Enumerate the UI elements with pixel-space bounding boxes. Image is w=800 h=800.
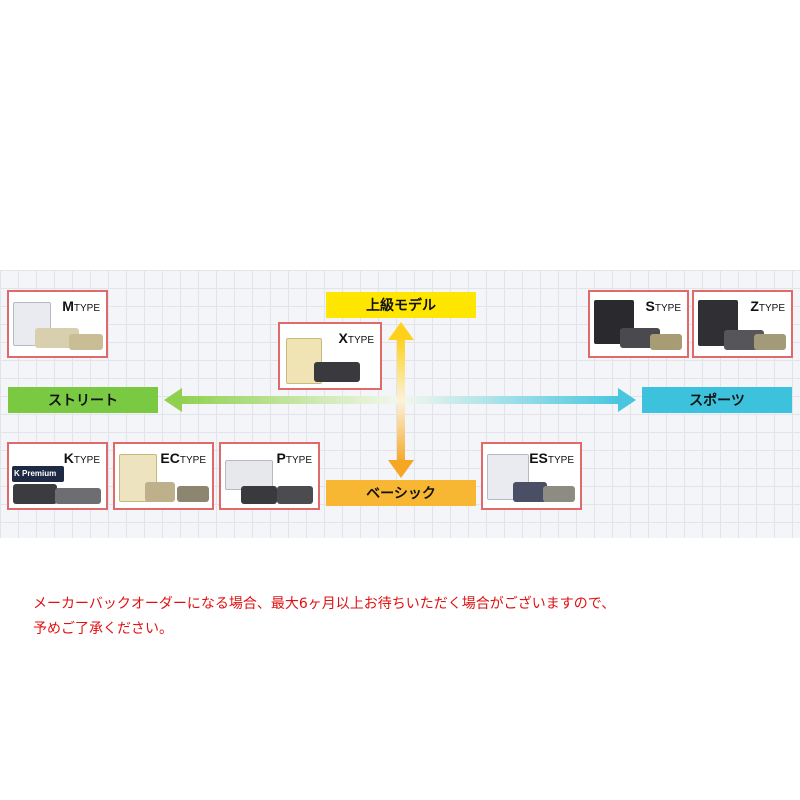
product-type-label: STYPE	[645, 298, 681, 314]
brake-pad-image	[13, 484, 57, 504]
top-axis-label: 上級モデル	[326, 292, 476, 318]
brake-pad-image	[277, 486, 313, 504]
brake-pad-image	[650, 334, 682, 350]
product-card-p: PTYPE	[219, 442, 320, 510]
package-image	[225, 460, 273, 490]
right-arrowhead	[618, 388, 636, 412]
vertical-arrow-shaft	[397, 338, 405, 464]
backorder-notice: メーカーバックオーダーになる場合、最大6ヶ月以上お待ちいただく場合がございますの…	[33, 592, 773, 642]
brake-pad-image	[241, 486, 277, 504]
brake-pad-image	[69, 334, 103, 350]
bottom-axis-label: ベーシック	[326, 480, 476, 506]
product-card-s: STYPE	[588, 290, 689, 358]
notice-line-2: 予めご了承ください。	[33, 621, 173, 637]
product-type-label: ZTYPE	[750, 298, 785, 314]
product-type-label: ESTYPE	[529, 450, 574, 466]
brake-pad-image	[754, 334, 786, 350]
product-type-label: MTYPE	[62, 298, 100, 314]
package-brand-text: K Premium	[14, 469, 57, 478]
notice-line-1: メーカーバックオーダーになる場合、最大6ヶ月以上お待ちいただく場合がございますの…	[33, 596, 616, 612]
package-image: K Premium	[12, 466, 64, 482]
product-card-ec: ECTYPE	[113, 442, 214, 510]
left-axis-label: ストリート	[8, 387, 158, 413]
brake-pad-image	[513, 482, 547, 502]
product-type-label: XTYPE	[338, 330, 374, 346]
up-arrowhead	[388, 322, 414, 340]
brake-pad-image	[55, 488, 101, 504]
product-card-x: XTYPE	[278, 322, 382, 390]
product-type-label: KTYPE	[63, 450, 100, 466]
product-type-label: ECTYPE	[160, 450, 206, 466]
product-type-label: PTYPE	[276, 450, 312, 466]
product-card-z: ZTYPE	[692, 290, 793, 358]
down-arrowhead	[388, 460, 414, 478]
product-card-es: ESTYPE	[481, 442, 582, 510]
brake-pad-image	[543, 486, 575, 502]
brake-pad-image	[145, 482, 175, 502]
product-card-m: MTYPE	[7, 290, 108, 358]
brake-pad-image	[177, 486, 209, 502]
right-axis-label: スポーツ	[642, 387, 792, 413]
brake-pad-image	[35, 328, 79, 348]
left-arrowhead	[164, 388, 182, 412]
product-card-k: K Premium KTYPE	[7, 442, 108, 510]
brake-pad-image	[314, 362, 360, 382]
